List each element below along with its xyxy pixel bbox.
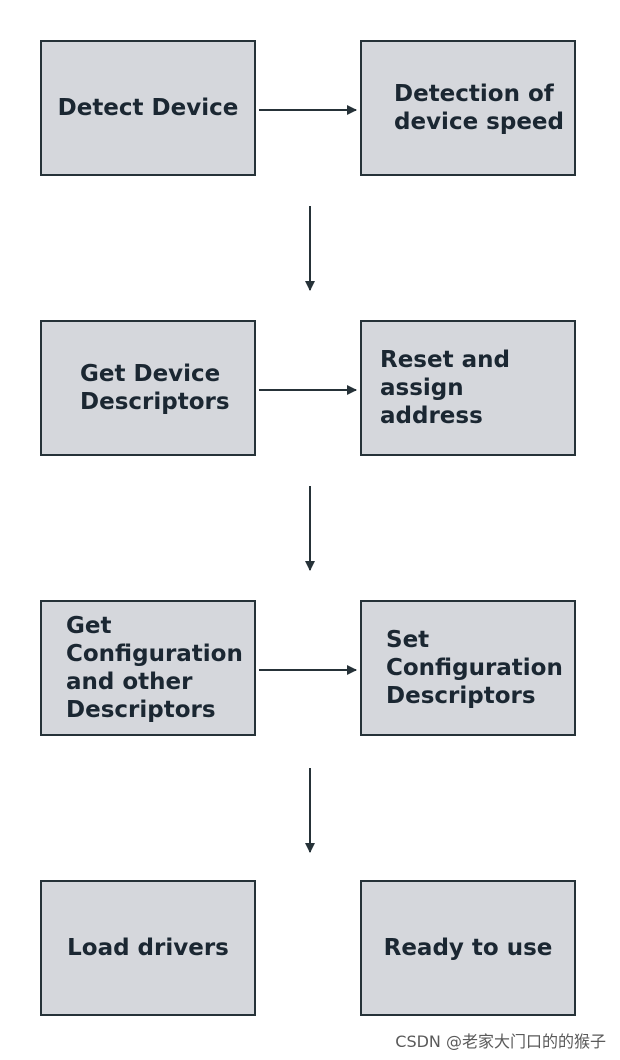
step-label: Get Configuration and other Descriptors [66, 613, 243, 723]
step-load-drivers: Load drivers [40, 880, 256, 1016]
step-label: Get Device Descriptors [80, 361, 230, 415]
step-label: Detect Device [57, 95, 239, 121]
step-label: Detection of device speed [394, 81, 564, 135]
step-detection-of-device-speed: Detection of device speed [360, 40, 576, 176]
step-reset-and-assign-address: Reset and assign address [360, 320, 576, 456]
step-label: Reset and assign address [380, 347, 510, 429]
step-ready-to-use: Ready to use [360, 880, 576, 1016]
step-detect-device: Detect Device [40, 40, 256, 176]
step-get-device-descriptors: Get Device Descriptors [40, 320, 256, 456]
step-label: Load drivers [67, 935, 229, 961]
step-get-configuration: Get Configuration and other Descriptors [40, 600, 256, 736]
watermark-text: CSDN @老家大门口的的猴子 [395, 1032, 606, 1051]
step-set-configuration: Set Configuration Descriptors [360, 600, 576, 736]
step-label: Set Configuration Descriptors [386, 627, 563, 709]
step-label: Ready to use [383, 935, 553, 961]
